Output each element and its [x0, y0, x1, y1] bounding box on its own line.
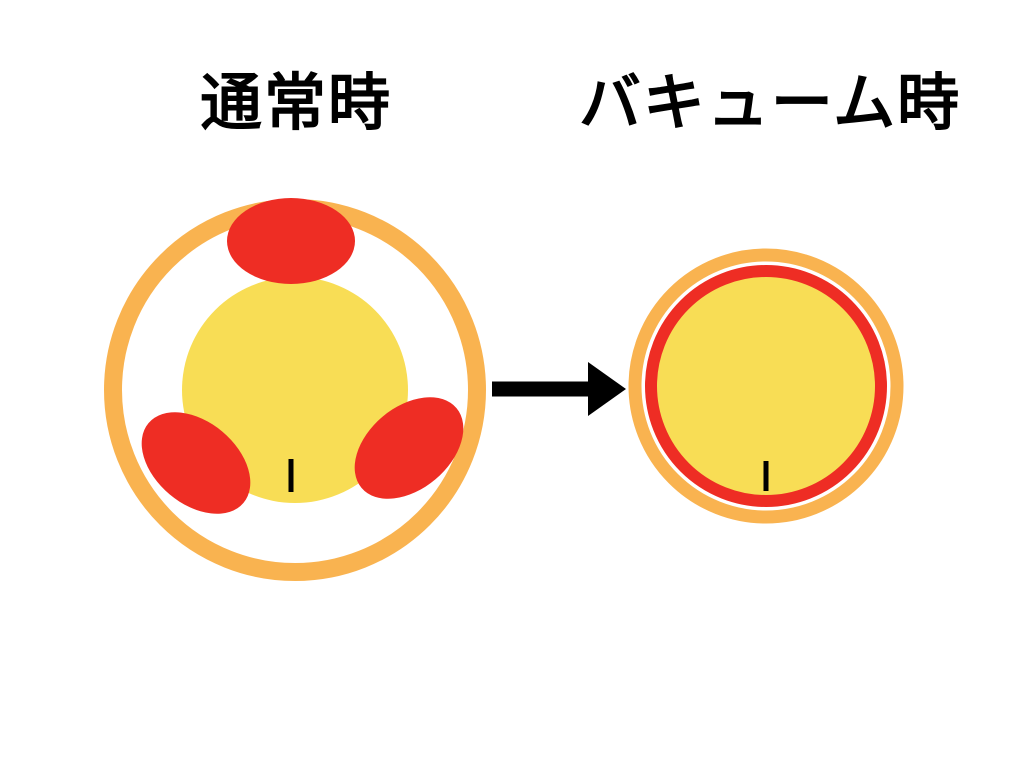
red-blob-bottom-left — [141, 412, 251, 514]
vacuum-state-figure — [628, 248, 904, 524]
red-blob-top — [227, 198, 355, 284]
red-blob-bottom-right — [354, 397, 464, 499]
arrow-head — [588, 362, 626, 416]
normal-state-figure — [104, 198, 486, 581]
title-normal-state: 通常時 — [199, 69, 393, 138]
yellow-core-vacuum-with-red-ring — [645, 265, 887, 507]
outer-ring-vacuum — [628, 248, 904, 524]
title-vacuum-state: バキューム時 — [578, 69, 962, 138]
arrow-right-icon — [492, 362, 626, 416]
yellow-core-normal — [182, 277, 408, 503]
